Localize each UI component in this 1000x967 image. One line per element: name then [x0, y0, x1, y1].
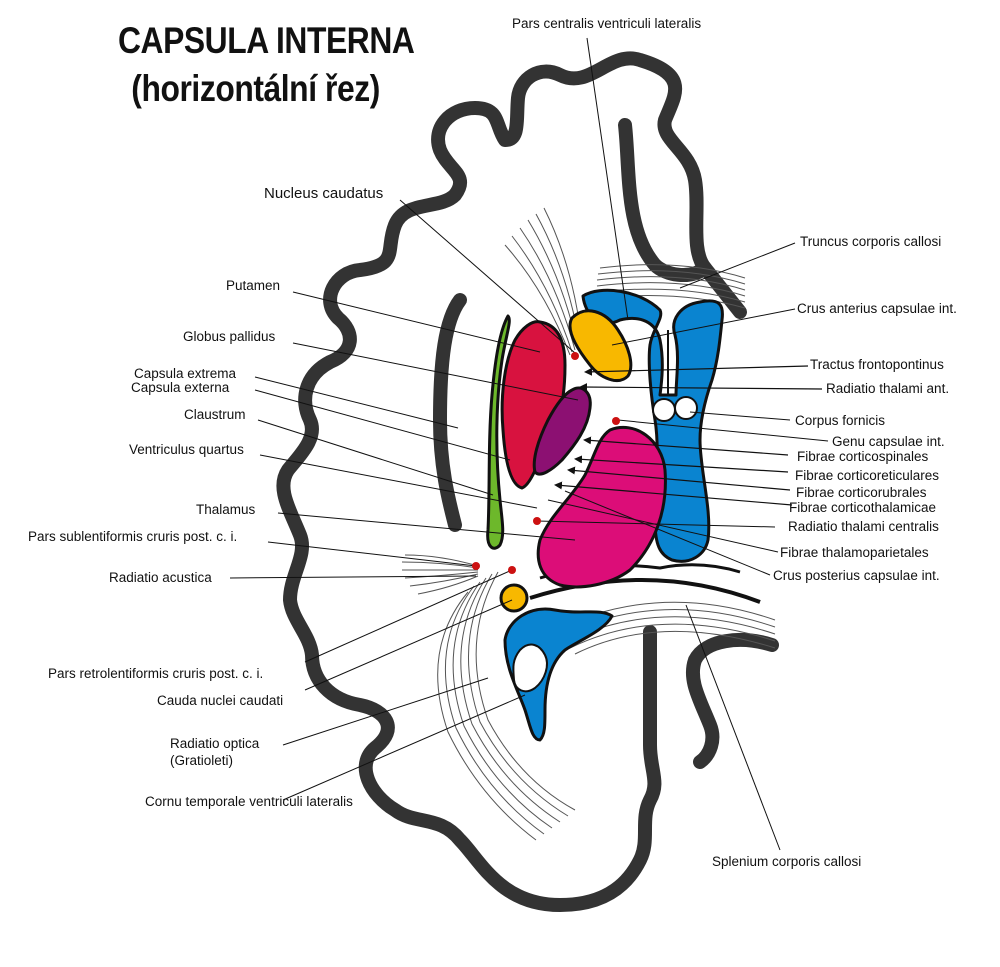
label-nucleus-caudatus: Nucleus caudatus	[264, 185, 383, 202]
label-gratioleti: (Gratioleti)	[170, 753, 233, 768]
label-truncus: Truncus corporis callosi	[800, 234, 941, 249]
globus-pallidus	[532, 386, 592, 476]
putamen	[500, 320, 567, 490]
cortex-sulcus-posterior	[685, 633, 779, 769]
cortex-sulcus-insula	[432, 293, 467, 532]
label-corticothalamicae: Fibrae corticothalamicae	[789, 500, 936, 515]
fibre-arrows	[554, 365, 823, 506]
cornu-temporale	[503, 607, 614, 742]
cornu-temporale-inner	[512, 643, 548, 693]
cortex-outline	[276, 51, 747, 912]
label-radiatio-acustica: Radiatio acustica	[109, 570, 212, 585]
label-pars-centralis: Pars centralis ventriculi lateralis	[512, 16, 701, 31]
label-corticorubrales: Fibrae corticorubrales	[796, 485, 927, 500]
label-genu: Genu capsulae int.	[832, 434, 945, 449]
label-corpus-fornicis: Corpus fornicis	[795, 413, 885, 428]
label-cauda: Cauda nuclei caudati	[157, 693, 283, 708]
label-capsula-extrema: Capsula extrema	[134, 366, 237, 381]
cortex-sulcus-top	[618, 118, 712, 282]
label-splenium: Splenium corporis callosi	[712, 854, 861, 869]
fibre-radiation-acustica	[401, 554, 479, 595]
label-globus-pallidus: Globus pallidus	[183, 329, 276, 344]
cauda-nuclei-caudati	[499, 583, 529, 613]
label-crus-anterius: Crus anterius capsulae int.	[797, 301, 957, 316]
truncus-corporis-callosi	[596, 264, 746, 309]
splenium-border	[529, 578, 761, 604]
label-putamen: Putamen	[226, 278, 280, 293]
label-cornu-temporale: Cornu temporale ventriculi lateralis	[145, 794, 353, 809]
label-thalamoparietales: Fibrae thalamoparietales	[780, 545, 929, 560]
thalamus	[536, 425, 667, 589]
label-thalamus: Thalamus	[196, 502, 256, 517]
label-radiatio-thalami-ant: Radiatio thalami ant.	[826, 381, 949, 396]
label-radiatio-thalami-centralis: Radiatio thalami centralis	[788, 519, 939, 534]
claustrum	[486, 314, 511, 550]
label-claustrum: Claustrum	[184, 407, 246, 422]
label-pars-sublentiformis: Pars sublentiformis cruris post. c. i.	[28, 529, 237, 544]
label-ventriculus-quartus: Ventriculus quartus	[129, 442, 244, 457]
label-corticoreticulares: Fibrae corticoreticulares	[795, 468, 939, 483]
marker-dots	[472, 352, 620, 574]
corpus-fornicis	[652, 396, 698, 422]
label-capsula-externa: Capsula externa	[131, 380, 230, 395]
pointer-lines	[229, 37, 829, 851]
label-tractus-frontopontinus: Tractus frontopontinus	[810, 357, 944, 372]
label-crus-posterius: Crus posterius capsulae int.	[773, 568, 940, 583]
label-corticospinales: Fibrae corticospinales	[797, 449, 929, 464]
label-radiatio-optica: Radiatio optica	[170, 736, 260, 751]
nucleus-caudatus	[568, 309, 633, 382]
diagram-title: CAPSULA INTERNA	[118, 20, 415, 61]
label-pars-retrolentiformis: Pars retrolentiformis cruris post. c. i.	[48, 666, 263, 681]
diagram-subtitle: (horizontální řez)	[131, 68, 380, 109]
